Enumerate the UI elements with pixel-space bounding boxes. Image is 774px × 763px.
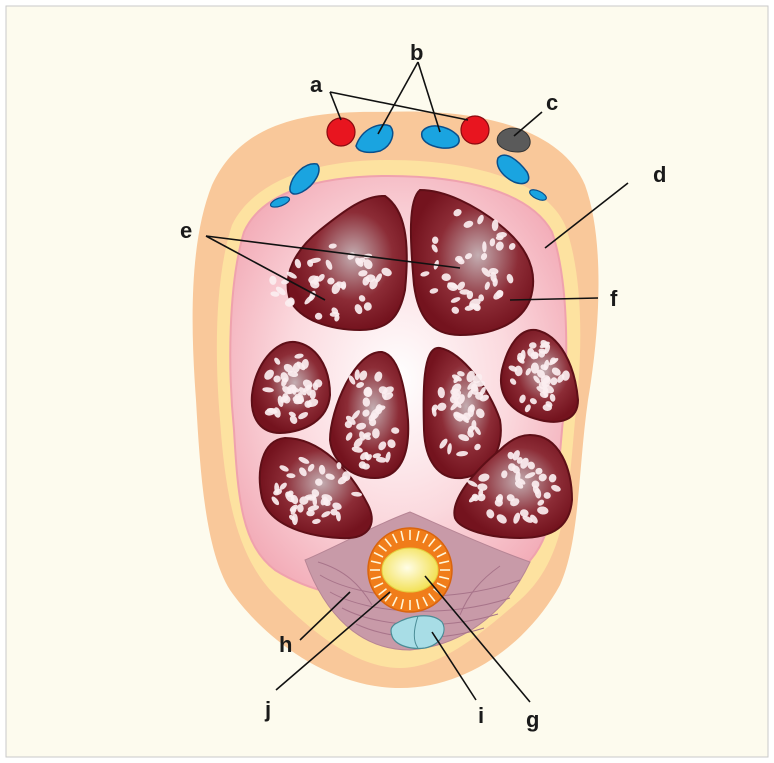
- speckle: [531, 363, 539, 374]
- speckle: [544, 492, 551, 499]
- label-i: i: [478, 703, 484, 728]
- speckle: [315, 313, 322, 320]
- label-j: j: [264, 697, 271, 722]
- canal-lumen-g: [382, 548, 438, 592]
- label-a: a: [310, 72, 323, 97]
- label-d: d: [653, 162, 666, 187]
- speckle: [432, 237, 438, 244]
- label-f: f: [610, 286, 618, 311]
- label-g: g: [526, 707, 539, 732]
- label-c: c: [546, 90, 558, 115]
- label-b: b: [410, 40, 423, 65]
- artery: [327, 118, 355, 146]
- label-e: e: [180, 218, 192, 243]
- label-h: h: [279, 632, 292, 657]
